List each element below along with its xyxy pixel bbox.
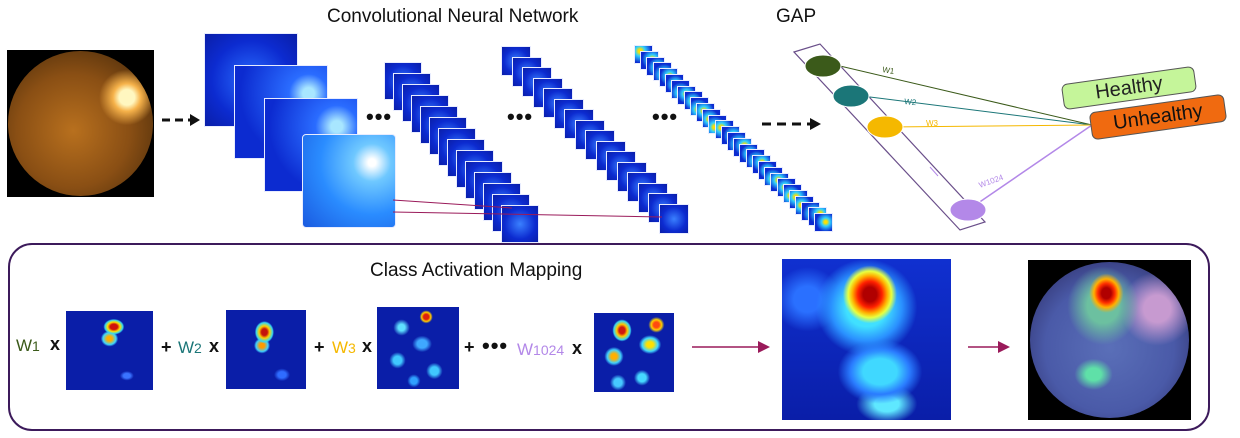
cam-overlay-image [1028,260,1191,420]
feature-map-tile [501,205,539,243]
feature-map-tile [658,203,689,234]
cam-feature-map-1 [66,311,153,390]
cam-weight-2: W2 [178,338,202,357]
input-fundus-image [7,50,154,197]
gap-node-2 [832,84,870,108]
gap-weight-1: W1 [882,65,896,76]
cam-weight-4: W1024 [517,340,565,359]
cam-multiply-4: x [572,338,583,358]
feature-map-tile [813,213,833,233]
ellipsis-3: ••• [652,104,679,129]
ellipsis-1: ••• [366,104,393,129]
cam-plus-2: + [314,337,325,357]
cam-title: Class Activation Mapping [370,260,583,281]
gap-title: GAP [776,6,817,27]
cam-multiply-2: x [209,336,220,356]
cnn-title: Convolutional Neural Network [327,6,579,27]
gap-weight-3: W3 [926,119,939,128]
gap-node-4 [949,198,987,222]
gap-weight-2: W2 [904,97,917,107]
cam-feature-map-4 [594,313,674,392]
gap-node-1 [804,54,842,78]
gap-capsule [792,43,987,231]
arrow-input-to-cnn [162,114,200,126]
cam-ellipsis: ••• [482,333,509,358]
gap-node-3 [866,115,904,139]
gap-layer: W1 W2 W3 W1024 [792,43,1093,231]
cam-multiply-3: x [362,336,373,356]
cam-weight-1: W1 [16,336,40,355]
ellipsis-2: ••• [507,104,534,129]
cam-feature-map-3 [377,307,459,389]
cam-heatmap [782,259,951,420]
cam-plus-1: + [161,337,172,357]
cam-multiply-1: x [50,334,61,354]
cam-plus-3: + [464,337,475,357]
cam-panel [8,243,1210,431]
cam-weight-3: W3 [332,338,356,357]
cam-feature-map-2 [226,310,306,389]
arrow-to-overlay [968,341,1010,353]
arrow-to-cam-result [692,341,770,353]
arrow-cnn-to-gap [762,118,821,130]
